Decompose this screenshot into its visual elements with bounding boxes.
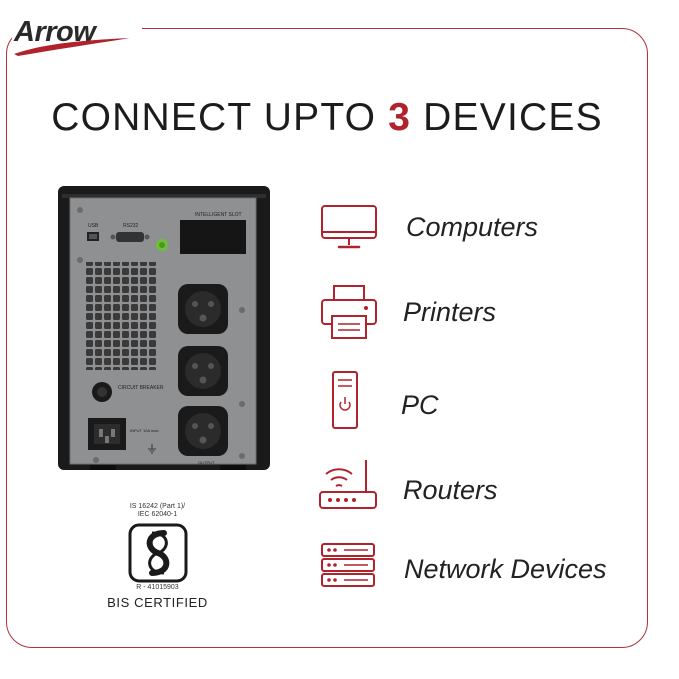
bis-code: R - 41015903 xyxy=(136,584,179,591)
pc-tower-icon xyxy=(332,371,358,429)
headline-number: 3 xyxy=(388,96,412,139)
device-label-computers: Computers xyxy=(406,212,539,242)
usb-label: USB xyxy=(88,223,99,229)
device-label-routers: Routers xyxy=(403,475,498,505)
printer-icon xyxy=(321,285,377,339)
router-icon xyxy=(319,460,377,509)
device-label-pc: PC xyxy=(401,390,439,420)
circuit-breaker-label: CIRCUIT BREAKER xyxy=(118,385,164,391)
output-label: OUTPUT xyxy=(198,460,215,465)
input-label: INPUT 10A max xyxy=(130,428,159,433)
headline-suffix: DEVICES xyxy=(411,96,603,139)
server-rack-icon xyxy=(321,543,375,587)
device-label-printers: Printers xyxy=(403,297,497,327)
computer-monitor-icon xyxy=(321,205,377,249)
bis-certified-label: BIS CERTIFIED xyxy=(107,595,208,610)
brand-logo: Arrow xyxy=(12,4,142,62)
output-socket-1 xyxy=(178,284,228,334)
logo-swoosh-icon xyxy=(14,38,130,56)
headline-prefix: CONNECT UPTO xyxy=(51,96,389,139)
output-socket-3 xyxy=(178,406,228,456)
rs232-label: RS232 xyxy=(123,223,139,229)
output-socket-2 xyxy=(178,346,228,396)
bis-mark-icon xyxy=(128,523,187,583)
vent-grille xyxy=(84,262,158,370)
bis-standard-line-1: IS 16242 (Part 1)/ xyxy=(129,503,186,510)
page-headline: CONNECT UPTO 3 DEVICES xyxy=(0,96,654,140)
bis-standard-line-2: IEC 62040-1 xyxy=(137,511,178,518)
intelligent-slot-label: INTELLIGENT SLOT xyxy=(195,212,242,218)
ups-back-panel-image: USB RS232 INTELLIGENT SLOT CIRCUIT BREAK… xyxy=(58,186,270,470)
bis-certification: IS 16242 (Part 1)/ IEC 62040-1 R - 41015… xyxy=(100,503,215,610)
device-label-network-devices: Network Devices xyxy=(404,554,607,584)
